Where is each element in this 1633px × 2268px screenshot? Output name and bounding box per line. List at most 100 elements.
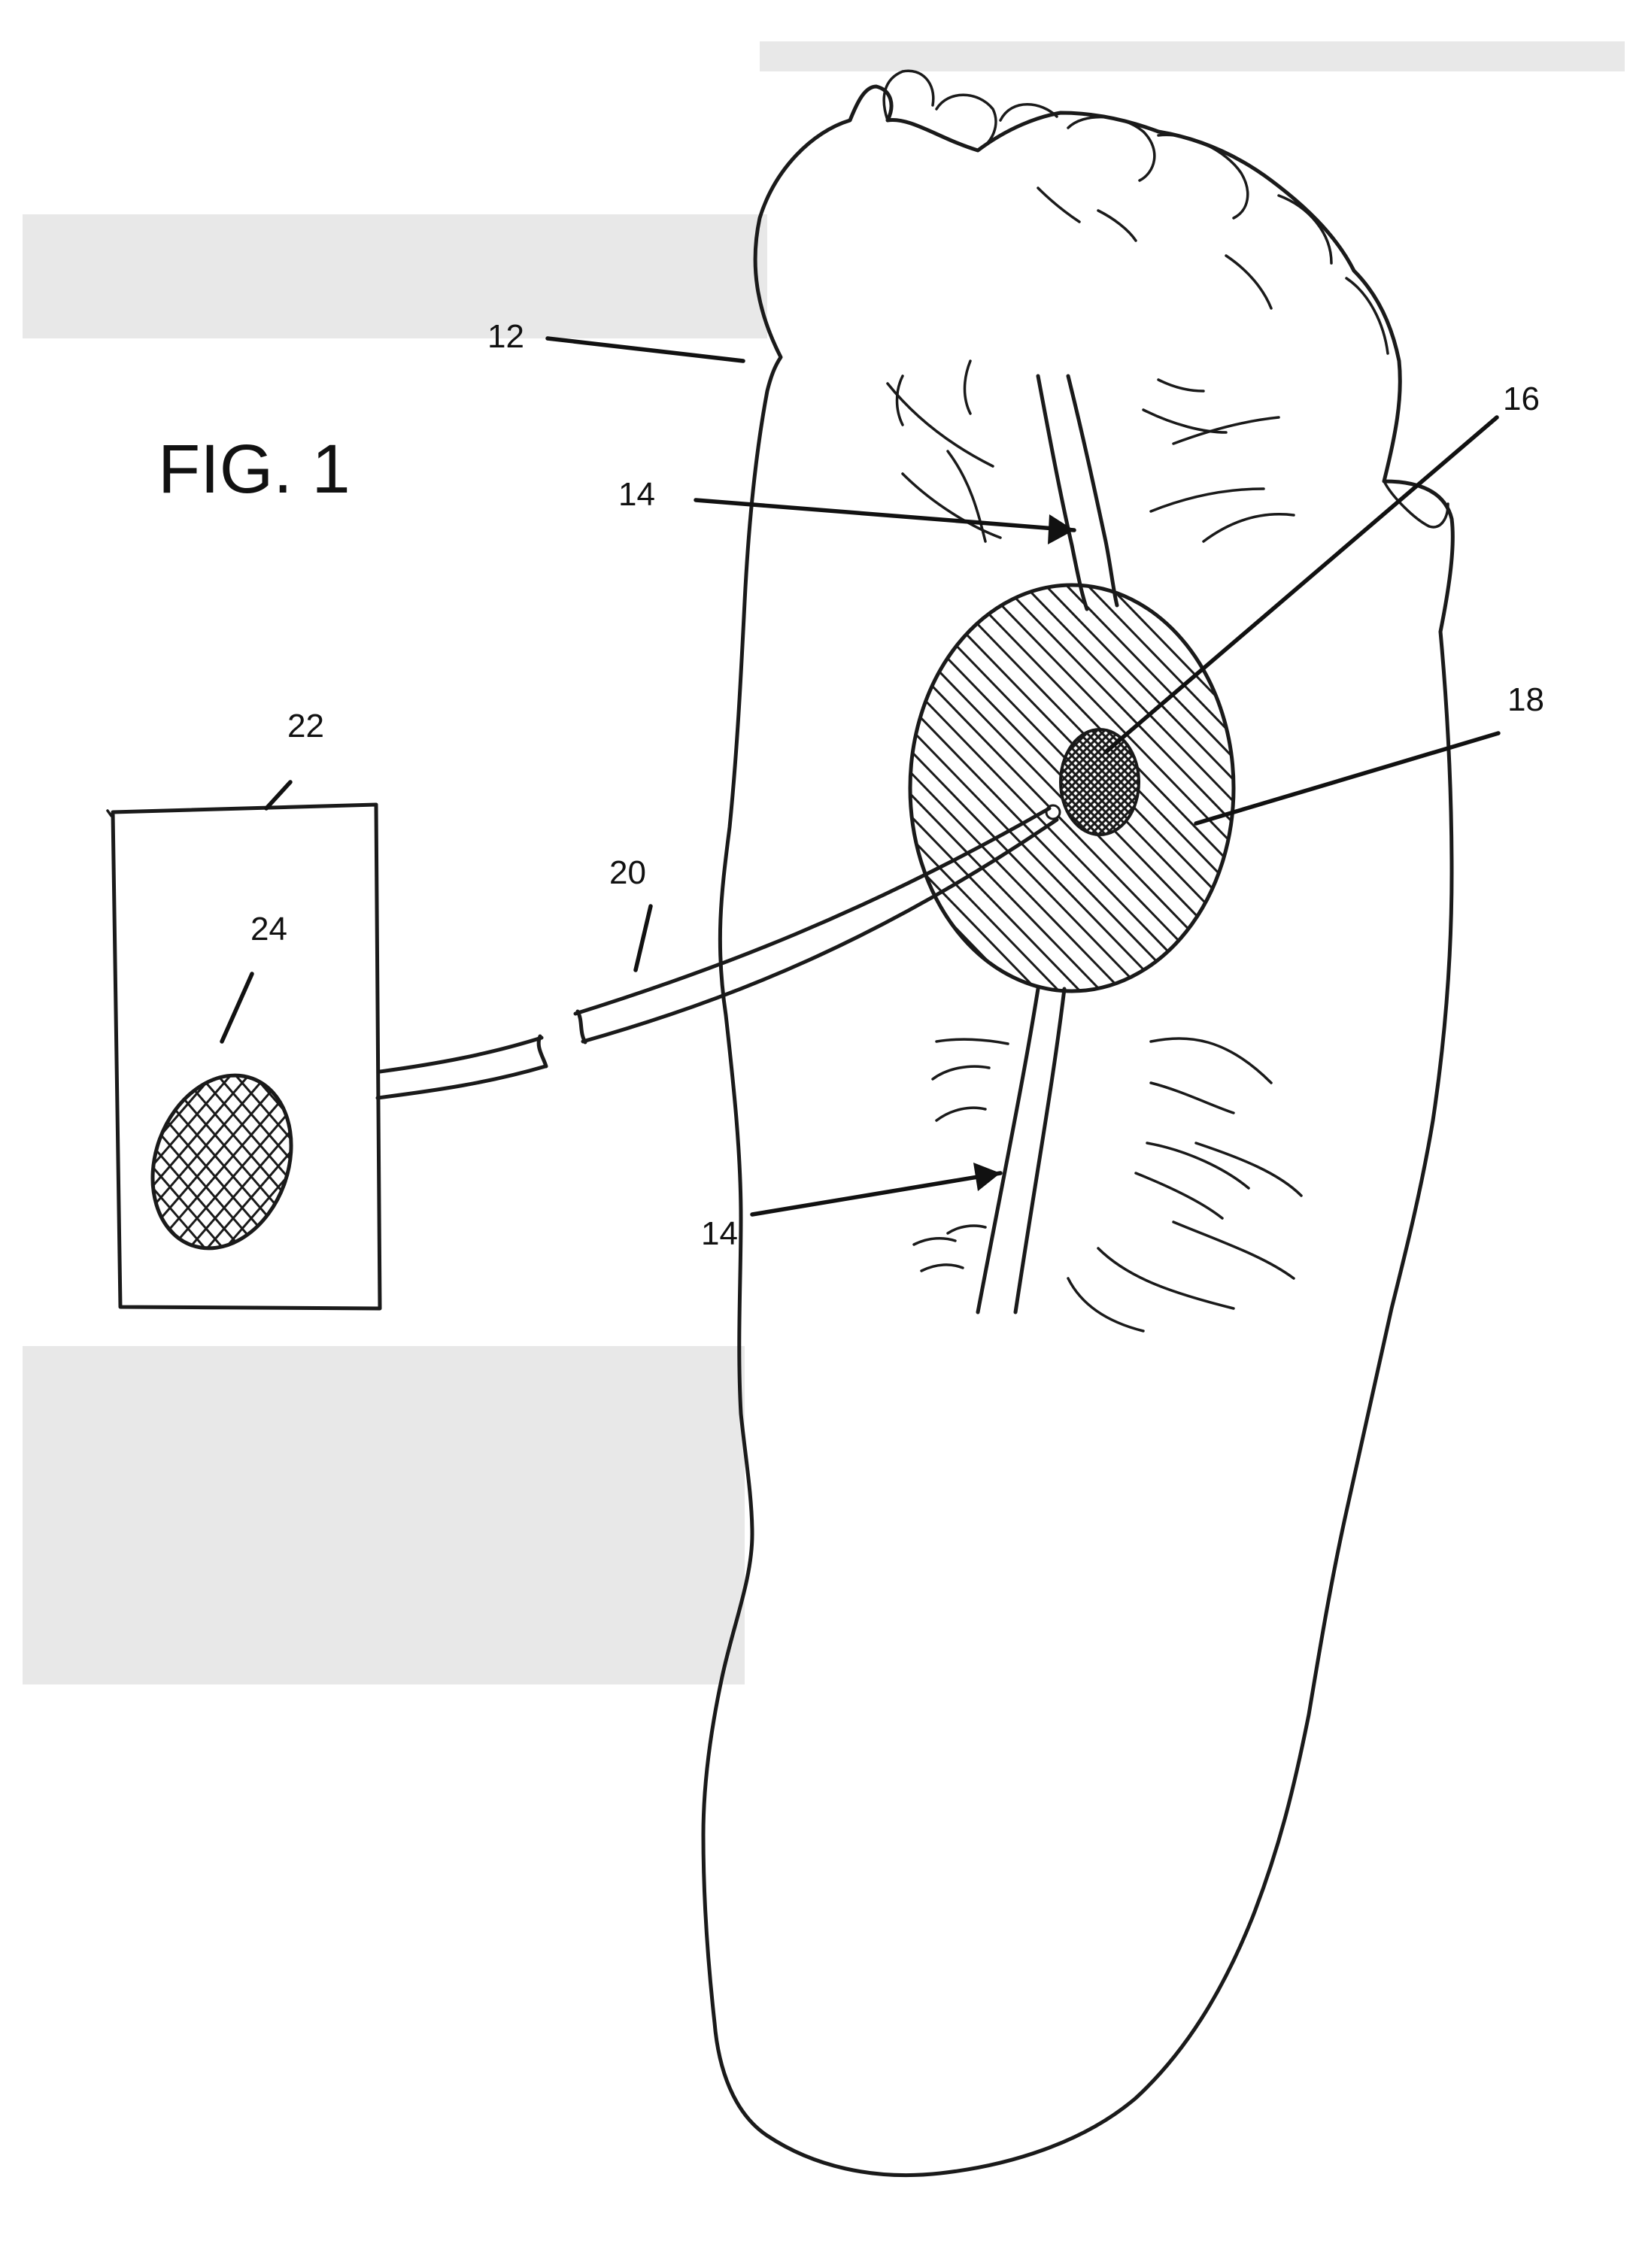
hatch-line bbox=[0, 1060, 75, 1286]
hatch-line bbox=[530, 1060, 725, 1286]
hatch-line bbox=[1610, 722, 1633, 857]
hatch-line bbox=[737, 722, 873, 857]
hatch-line bbox=[414, 722, 549, 857]
hatch-line bbox=[496, 722, 632, 857]
hatch-line bbox=[451, 722, 587, 857]
hatch-line bbox=[1519, 722, 1633, 857]
hatch-line bbox=[1204, 722, 1339, 857]
hatch-line bbox=[439, 1060, 635, 1286]
hatch-line bbox=[354, 722, 489, 857]
hatch-line bbox=[459, 722, 594, 857]
hatch-line bbox=[1414, 722, 1550, 857]
hatch-line bbox=[150, 722, 286, 857]
hatch-line bbox=[1226, 722, 1361, 857]
hatch-line bbox=[105, 722, 241, 857]
hatch-line bbox=[1602, 722, 1633, 857]
hatch-line bbox=[1580, 722, 1633, 857]
hatch-line bbox=[536, 1060, 731, 1286]
hatch-line bbox=[0, 1060, 111, 1286]
hatch-line bbox=[1497, 722, 1632, 857]
hatch-line bbox=[369, 722, 504, 857]
hatch-line bbox=[861, 1060, 1056, 1286]
hatch-line bbox=[647, 722, 782, 857]
hatch-line bbox=[1534, 722, 1633, 857]
hatch-line bbox=[587, 722, 722, 857]
hatch-line bbox=[674, 1060, 870, 1286]
hatch-line bbox=[78, 1060, 274, 1286]
hatch-line bbox=[436, 722, 572, 857]
hatch-line bbox=[1035, 1060, 1231, 1286]
hatch-line bbox=[632, 722, 767, 857]
hatch-line bbox=[820, 722, 955, 857]
hatch-line bbox=[1222, 572, 1633, 1038]
hatch-line bbox=[379, 572, 830, 1038]
hatch-line bbox=[790, 722, 925, 857]
hatch-line bbox=[1565, 722, 1633, 857]
hatch-line bbox=[1550, 722, 1633, 857]
hatch-line bbox=[1437, 722, 1572, 857]
inner-pad bbox=[105, 722, 1633, 857]
hatch-line bbox=[1625, 722, 1633, 857]
hatch-line bbox=[406, 722, 542, 857]
hatch-line bbox=[463, 1060, 659, 1286]
hatch-line bbox=[337, 1060, 533, 1286]
hatch-line bbox=[1264, 722, 1399, 857]
hatch-line bbox=[1226, 722, 1361, 857]
hatch-line bbox=[1497, 722, 1632, 857]
hatch-line bbox=[436, 722, 572, 857]
hatch-line bbox=[752, 722, 888, 857]
hatch-line bbox=[790, 722, 925, 857]
hatch-line bbox=[1234, 722, 1369, 857]
hatch-line bbox=[865, 722, 1000, 857]
hatch-line bbox=[0, 1060, 57, 1286]
hatch-line bbox=[444, 722, 579, 857]
hatch-line bbox=[232, 572, 683, 1038]
hatch-line bbox=[677, 722, 812, 857]
hatch-line bbox=[692, 722, 827, 857]
hatch-line bbox=[590, 1060, 785, 1286]
hatch-line bbox=[277, 1060, 472, 1286]
hatch-line bbox=[150, 1060, 346, 1286]
hatch-line bbox=[1482, 722, 1617, 857]
hatch-line bbox=[21, 572, 472, 1038]
hatch-line bbox=[572, 722, 707, 857]
hatch-line bbox=[0, 1060, 45, 1286]
hatch-line bbox=[481, 722, 617, 857]
hatch-line bbox=[692, 1060, 888, 1286]
hatch-line bbox=[316, 722, 451, 857]
hatch-line bbox=[1617, 722, 1633, 857]
hatch-line bbox=[548, 1060, 743, 1286]
hatch-line bbox=[542, 722, 677, 857]
hatch-line bbox=[626, 1060, 821, 1286]
hatch-line bbox=[120, 722, 256, 857]
hatch-line bbox=[767, 722, 903, 857]
hatch-line bbox=[1474, 572, 1633, 1038]
hatch-line bbox=[737, 722, 873, 857]
hatch-line bbox=[406, 722, 542, 857]
hatch-line bbox=[800, 1060, 996, 1286]
hatch-line bbox=[752, 722, 888, 857]
hatch-line bbox=[624, 722, 760, 857]
hatch-line bbox=[1537, 572, 1633, 1038]
hatch-line bbox=[457, 1060, 653, 1286]
hatch-line bbox=[609, 722, 745, 857]
hatch-line bbox=[1559, 572, 1633, 1038]
hatch-line bbox=[0, 1060, 39, 1286]
hatch-line bbox=[0, 1060, 129, 1286]
hatch-line bbox=[805, 722, 940, 857]
hatch-line bbox=[1625, 722, 1633, 857]
label-vessel-upper: 14 bbox=[618, 476, 655, 513]
hatch-line bbox=[734, 1060, 930, 1286]
hatch-line bbox=[1572, 722, 1633, 857]
hatch-line bbox=[835, 722, 970, 857]
hatch-line bbox=[187, 1060, 382, 1286]
hatch-line bbox=[564, 722, 700, 857]
hatch-line bbox=[1504, 722, 1633, 857]
hatch-line bbox=[1234, 722, 1369, 857]
hatch-line bbox=[842, 1060, 1038, 1286]
hatch-line bbox=[722, 722, 857, 857]
hatch-line bbox=[1309, 722, 1444, 857]
hatch-line bbox=[1495, 572, 1633, 1038]
hatch-line bbox=[821, 572, 1273, 1038]
hatch-line bbox=[102, 1060, 298, 1286]
